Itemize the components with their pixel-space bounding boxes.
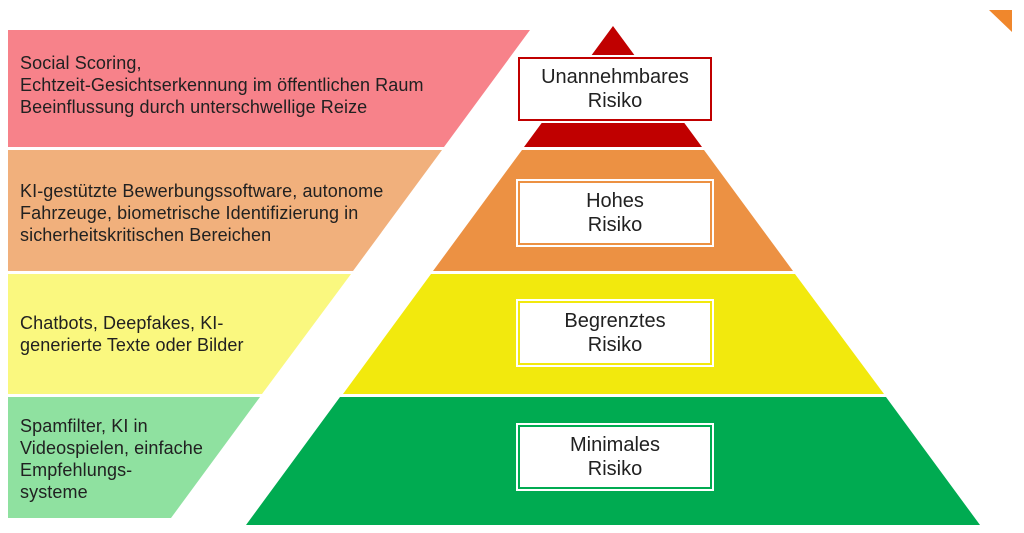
corner-accent-icon	[989, 10, 1012, 32]
risk-label-box-high: Hohes Risiko	[516, 179, 714, 247]
example-band-limited	[8, 274, 351, 394]
risk-label-limited: Begrenztes Risiko	[564, 310, 666, 356]
example-band-unacceptable	[8, 30, 530, 147]
example-band-minimal	[8, 397, 260, 518]
example-text-unacceptable: Social Scoring, Echtzeit-Gesichtserkennu…	[20, 53, 424, 117]
risk-label-box-limited: Begrenztes Risiko	[516, 299, 714, 367]
example-text-minimal: Spamfilter, KI in Videospielen, einfache…	[20, 416, 204, 502]
risk-label-unacceptable: Unannehmbares Risiko	[541, 66, 689, 112]
risk-label-box-unacceptable: Unannehmbares Risiko	[516, 55, 714, 123]
example-text-high: KI-gestützte Bewerbungssoftware, autonom…	[20, 181, 384, 245]
example-band-high	[8, 150, 442, 271]
example-text-limited: Chatbots, Deepfakes, KI- generierte Text…	[20, 313, 244, 355]
risk-label-high: Hohes Risiko	[586, 190, 644, 236]
risk-label-box-minimal: Minimales Risiko	[516, 423, 714, 491]
risk-label-minimal: Minimales Risiko	[569, 434, 661, 480]
